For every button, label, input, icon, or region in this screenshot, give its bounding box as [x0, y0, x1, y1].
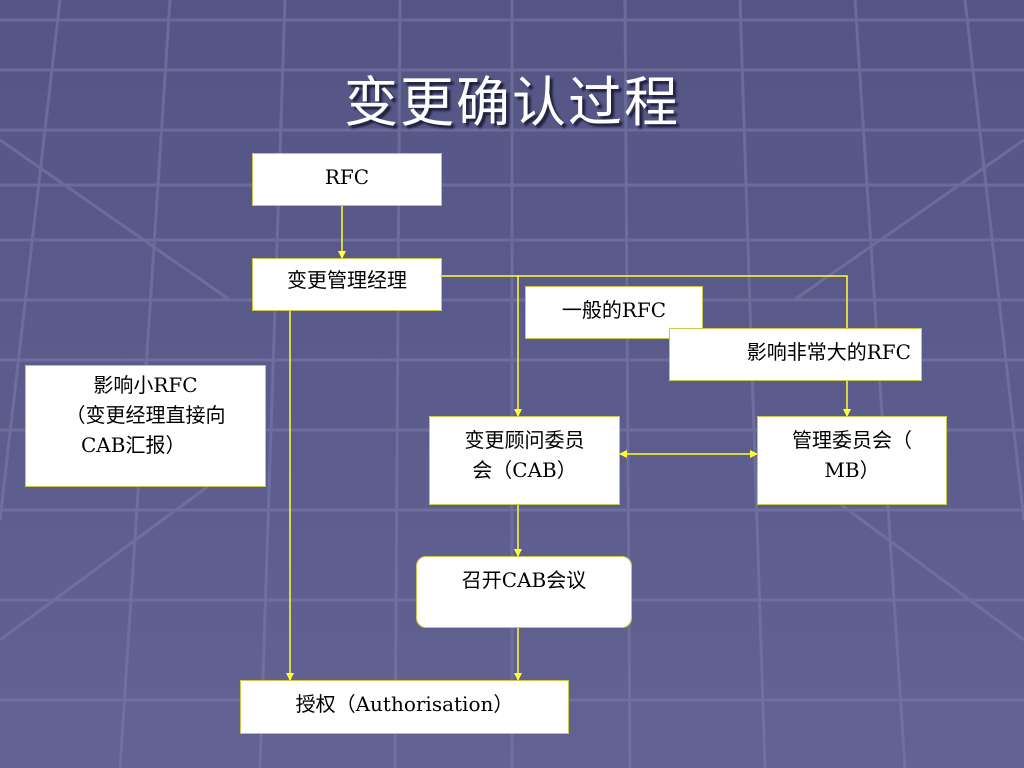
change-manager-label: 变更管理经理: [287, 268, 407, 292]
mb-line-1: 管理委员会（: [792, 428, 912, 452]
cab-meeting-box: 召开CAB会议: [416, 556, 632, 628]
minor-rfc-line-2: （变更经理直接向: [65, 403, 226, 427]
minor-rfc-line-3: CAB汇报）: [81, 433, 186, 457]
rfc-label: RFC: [324, 165, 370, 189]
mb-line-2: MB）: [824, 458, 880, 482]
page-title: 变更确认过程: [344, 71, 680, 134]
major-rfc-label: 影响非常大的RFC: [746, 340, 911, 364]
major-rfc-box: 影响非常大的RFC: [669, 328, 922, 381]
authorisation-label: 授权（Authorisation）: [295, 692, 514, 716]
minor-rfc-box: 影响小RFC （变更经理直接向 CAB汇报）: [25, 365, 266, 487]
cab-box: 变更顾问委员 会（CAB）: [429, 416, 620, 505]
cab-line-2: 会（CAB）: [472, 458, 577, 482]
mb-box: 管理委员会（ MB）: [757, 416, 947, 505]
change-manager-box: 变更管理经理: [252, 258, 442, 311]
normal-rfc-label: 一般的RFC: [561, 298, 667, 322]
cab-line-1: 变更顾问委员: [464, 428, 585, 452]
cab-meeting-label: 召开CAB会议: [461, 568, 587, 592]
authorisation-box: 授权（Authorisation）: [240, 680, 569, 734]
minor-rfc-line-1: 影响小RFC: [93, 373, 198, 397]
rfc-box: RFC: [252, 153, 442, 206]
arrow-manager-to-cab: [442, 275, 522, 417]
